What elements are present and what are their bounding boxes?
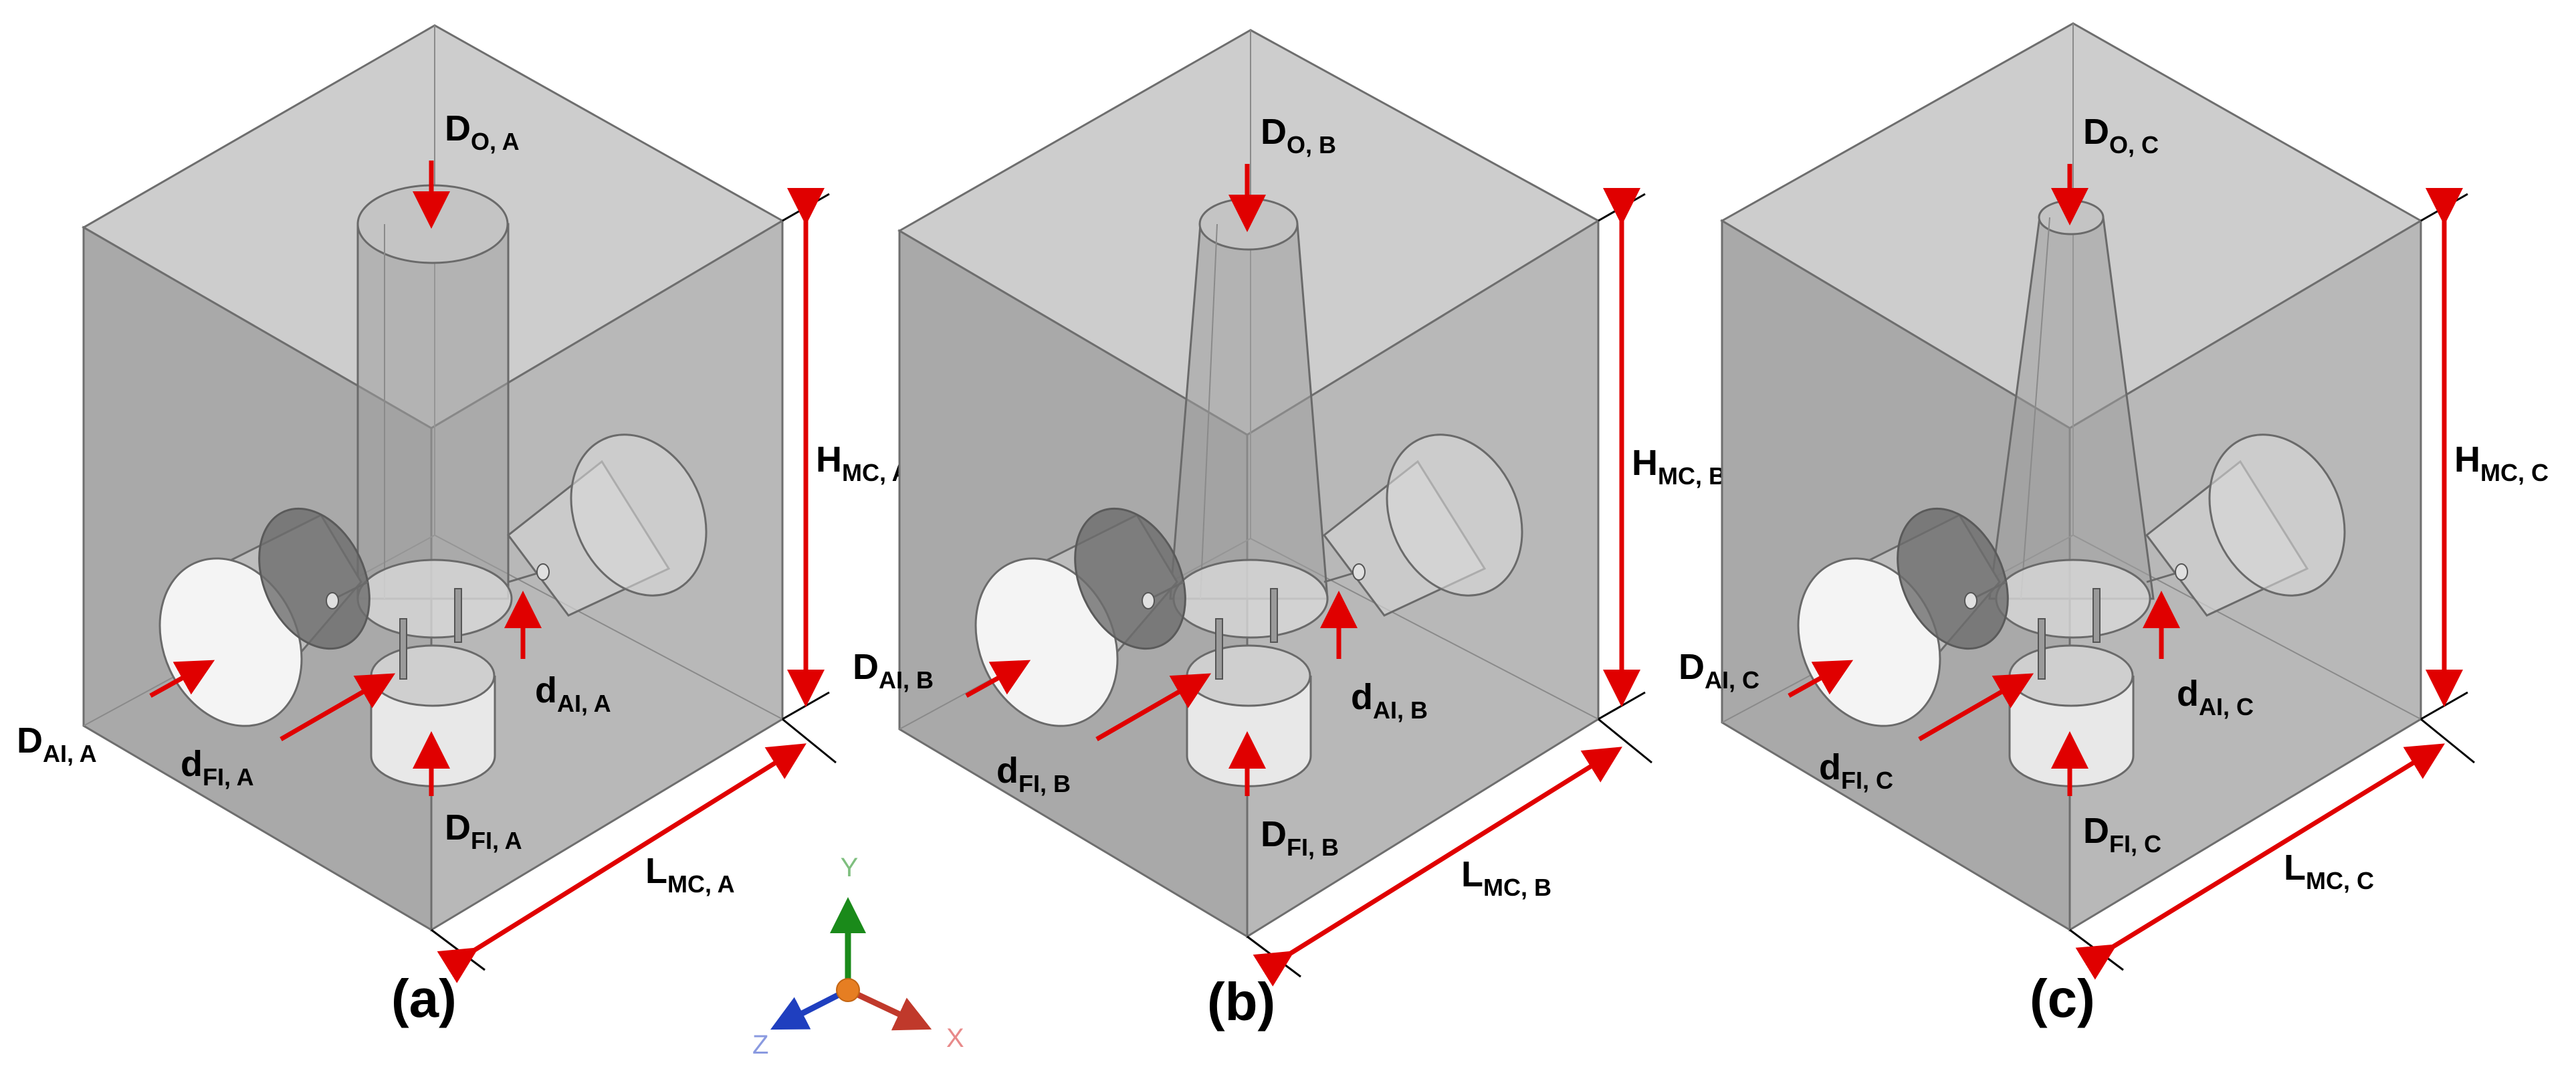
caption-c: (c) <box>2030 969 2095 1028</box>
label-fuel-inlet-d: dFI, C <box>1819 747 1893 794</box>
x-axis-label: X <box>946 1024 964 1053</box>
air-inlet-arrow <box>1788 660 1854 698</box>
label-fuel-inlet-d: dFI, B <box>996 751 1071 797</box>
label-fuel-inlet-D: DFI, A <box>445 807 522 854</box>
axis-triad: Y X Z <box>752 853 964 1060</box>
label-fuel-inlet-D: DFI, B <box>1261 814 1339 861</box>
label-outlet: DO, B <box>1261 112 1336 159</box>
right-air-inlet <box>506 433 708 617</box>
fuel-inlet-small-arrow <box>1918 673 2034 742</box>
panel-b: DO, B HMC, B LMC, B DAI, B dFI, B DFI, B… <box>853 29 1726 1032</box>
label-fuel-inlet-d: dFI, A <box>181 744 254 791</box>
left-air-inlet <box>158 507 370 727</box>
label-air-inlet: DAI, B <box>853 647 934 694</box>
label-length: LMC, C <box>2284 848 2374 894</box>
caption-b: (b) <box>1207 972 1275 1032</box>
length-arrow <box>1253 747 1622 987</box>
fuel-inlet-small-arrow <box>280 673 396 742</box>
label-air-inlet: DAI, A <box>17 720 97 767</box>
z-axis-arrow <box>770 987 850 1030</box>
label-length: LMC, A <box>645 851 735 898</box>
panel-a: DO, A HMC, A LMC, A DAI, A dFI, A DFI, A… <box>17 24 909 1028</box>
label-height: HMC, A <box>816 440 909 486</box>
label-air-inlet-d: dAI, B <box>1351 677 1428 724</box>
label-length: LMC, B <box>1461 854 1551 901</box>
z-axis-label: Z <box>752 1030 768 1060</box>
y-axis-label: Y <box>841 853 859 882</box>
outlet-cylinder <box>356 184 510 600</box>
air-inlet-arrow <box>965 660 1031 698</box>
panel-c: DO, C HMC, C LMC, C DAI, C dFI, C DFI, C… <box>1679 22 2549 1028</box>
axis-origin <box>836 978 860 1002</box>
label-air-inlet: DAI, C <box>1679 647 1759 694</box>
caption-a: (a) <box>391 969 457 1028</box>
label-height: HMC, C <box>2454 440 2549 486</box>
label-fuel-inlet-D: DFI, C <box>2083 811 2161 858</box>
label-air-inlet-d: dAI, C <box>2177 674 2254 720</box>
length-arrow <box>2075 743 2445 980</box>
right-air-inlet <box>2145 433 2346 617</box>
fuel-inlet-small-arrow <box>1095 673 1212 742</box>
x-axis-arrow <box>847 987 932 1031</box>
label-outlet: DO, A <box>445 108 520 155</box>
right-air-inlet <box>1322 433 1523 617</box>
air-inlet-arrow <box>149 660 215 698</box>
label-outlet: DO, C <box>2083 112 2159 159</box>
length-arrow <box>437 743 807 983</box>
label-air-inlet-d: dAI, A <box>535 670 611 717</box>
label-height: HMC, B <box>1632 443 1726 490</box>
